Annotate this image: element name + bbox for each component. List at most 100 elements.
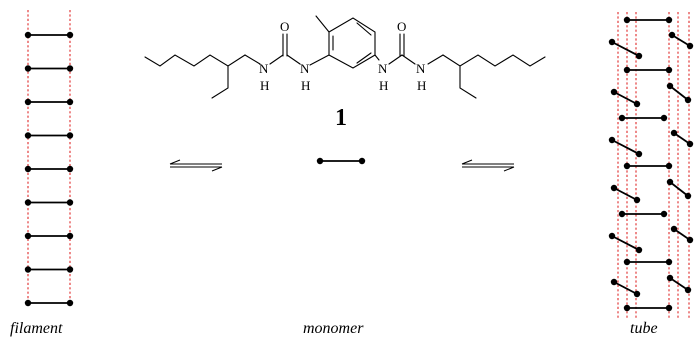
tube-unit-17 [610, 278, 641, 298]
tube-unit-12-bar [669, 181, 689, 197]
filament-ladder [24, 10, 74, 307]
tube-unit-13-end-2 [660, 210, 668, 218]
left-outer-hydrogen: H [260, 78, 269, 93]
filament-rung-6-end-2 [66, 199, 74, 206]
tube-unit-18-bar [669, 277, 689, 291]
left-inner-nitrogen: N [300, 61, 310, 76]
filament-rung-7-end-2 [66, 232, 74, 240]
tube-unit-3-end-1 [668, 31, 676, 39]
tube-unit-8 [608, 136, 643, 158]
tube-unit-9-end-1 [670, 129, 678, 137]
ring-double-bond-2 [356, 52, 372, 64]
filament-rung-5-end-1 [24, 165, 32, 173]
right-inner-hydrogen: H [379, 78, 388, 93]
tube-unit-8-end-1 [608, 136, 616, 144]
tube-assembly [608, 12, 694, 318]
filament-rung-8-end-2 [66, 266, 74, 273]
filament-rung-5 [24, 165, 74, 173]
ring-to-left-nh [309, 54, 330, 66]
filament-rung-9 [24, 299, 74, 307]
tube-unit-16-end-2 [665, 258, 673, 266]
tube-unit-8-bar [611, 139, 640, 155]
tube-unit-5-bar [613, 91, 638, 105]
tube-unit-16-end-1 [623, 258, 631, 266]
tube-unit-12-end-1 [666, 178, 674, 186]
tube-unit-19 [623, 304, 673, 312]
tube-unit-9 [670, 129, 694, 148]
tube-unit-6 [666, 82, 692, 104]
tube-unit-9-bar [673, 132, 691, 145]
right-ethyl-branch [459, 65, 477, 99]
tube-unit-7 [618, 114, 668, 122]
filament-rung-8 [24, 266, 74, 273]
right-outer-nitrogen: N [416, 61, 426, 76]
tube-unit-19-end-1 [623, 304, 631, 312]
tube-unit-9-end-2 [686, 140, 694, 148]
tube-unit-2 [608, 38, 643, 60]
tube-unit-13-end-1 [618, 210, 626, 218]
tube-unit-7-end-1 [618, 114, 626, 122]
left-ethyl-branch [211, 65, 229, 99]
monomer-dumbbell [316, 157, 366, 165]
tube-unit-6-bar [669, 85, 689, 101]
tube-unit-1-end-1 [623, 16, 631, 24]
filament-rung-5-end-2 [66, 165, 74, 173]
tube-unit-6-end-1 [666, 82, 674, 90]
tube-unit-5-end-1 [610, 88, 618, 96]
filament-rung-4-end-2 [66, 132, 74, 139]
tube-unit-15-end-2 [686, 236, 694, 244]
filament-rungs [24, 31, 74, 307]
tube-unit-13 [618, 210, 668, 218]
tube-unit-15-end-1 [670, 225, 678, 233]
left-outer-nitrogen: N [259, 61, 269, 76]
filament-rung-1-end-1 [24, 31, 32, 39]
tube-unit-12-end-2 [684, 192, 692, 200]
tube-unit-4-end-2 [665, 66, 673, 74]
filament-caption: filament [10, 320, 63, 337]
monomer-caption: monomer [303, 320, 364, 337]
left-carbonyl-to-nh [269, 54, 284, 65]
tube-unit-11-end-2 [633, 196, 641, 204]
tube-unit-5-end-2 [633, 100, 641, 108]
right-carbonyl-to-nh [401, 54, 416, 65]
tube-unit-19-end-2 [665, 304, 673, 312]
left-carbonyl-oxygen: O [280, 19, 289, 34]
filament-rung-8-end-1 [24, 266, 32, 273]
tube-unit-4-end-1 [623, 66, 631, 74]
tube-unit-14-end-1 [608, 232, 616, 240]
filament-rung-3-end-1 [24, 98, 32, 106]
tube-unit-2-bar [611, 41, 640, 57]
filament-rung-1 [24, 31, 74, 39]
tube-unit-1 [623, 16, 673, 24]
compound-number: 1 [335, 105, 347, 131]
filament-rung-9-end-2 [66, 299, 74, 307]
ring-double-bond-1 [356, 22, 372, 36]
tube-rungs [608, 16, 694, 312]
filament-rung-1-end-2 [66, 31, 74, 39]
ring-to-right-nh [374, 54, 380, 61]
filament-rung-4 [24, 132, 74, 139]
tube-unit-11 [610, 184, 641, 204]
tube-unit-3-end-2 [686, 42, 694, 50]
tube-unit-2-end-2 [635, 52, 643, 60]
right-alkyl-chain [442, 54, 546, 67]
filament-rung-3-end-2 [66, 98, 74, 106]
right-outer-hydrogen: H [417, 78, 426, 93]
right-arrow-lower-barb [503, 166, 515, 172]
tube-unit-2-end-1 [608, 38, 616, 46]
filament-rung-7 [24, 232, 74, 240]
tube-unit-17-end-2 [633, 290, 641, 298]
left-arrow-lower-barb [211, 166, 223, 172]
filament-rung-4-end-1 [24, 132, 32, 139]
left-arrow-upper-barb [169, 159, 181, 165]
right-equilibrium-arrow [461, 159, 515, 172]
tube-unit-10-end-2 [665, 162, 673, 170]
right-arrow-upper-barb [461, 159, 473, 165]
tube-unit-18-end-2 [684, 286, 692, 294]
tube-unit-14-bar [611, 235, 640, 251]
tube-unit-10 [623, 162, 673, 170]
molecule-structure: O O N N N N H H H H 1 [144, 15, 546, 131]
filament-rung-7-end-1 [24, 232, 32, 240]
filament-rung-6 [24, 199, 74, 206]
monomer-end-right [358, 157, 366, 165]
